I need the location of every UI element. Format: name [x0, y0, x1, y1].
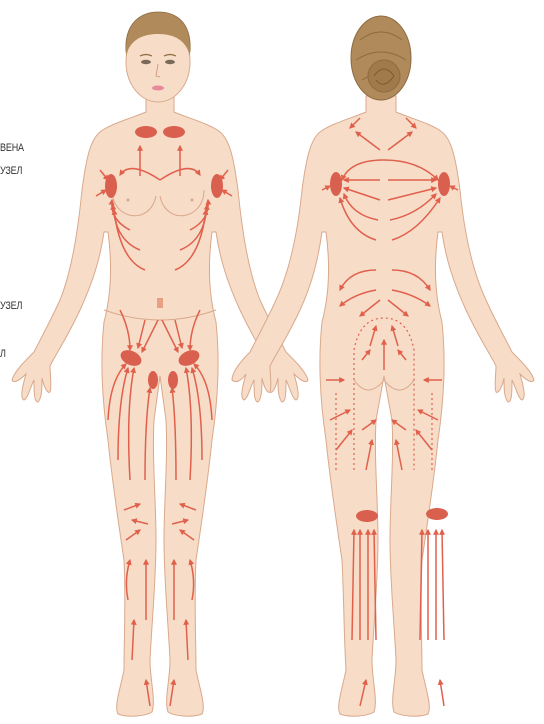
front-eye-left: [141, 60, 151, 64]
back-node-axilla-right: [438, 172, 450, 196]
front-body: [12, 96, 308, 716]
front-eye-right: [165, 60, 175, 64]
front-node-thigh-left: [148, 371, 158, 389]
front-node-clavicle-left: [135, 126, 157, 138]
back-node-knee-left: [356, 510, 378, 522]
back-hair-bun: [368, 60, 400, 92]
front-node-clavicle-right: [163, 126, 185, 138]
front-node-thigh-right: [168, 371, 178, 389]
back-node-axilla-left: [330, 172, 342, 196]
back-body: [232, 96, 534, 716]
back-node-knee-right: [426, 508, 448, 520]
front-nipple-right: [191, 199, 194, 202]
front-nipple-left: [127, 199, 130, 202]
front-navel: [157, 298, 163, 308]
front-lips: [152, 86, 164, 91]
